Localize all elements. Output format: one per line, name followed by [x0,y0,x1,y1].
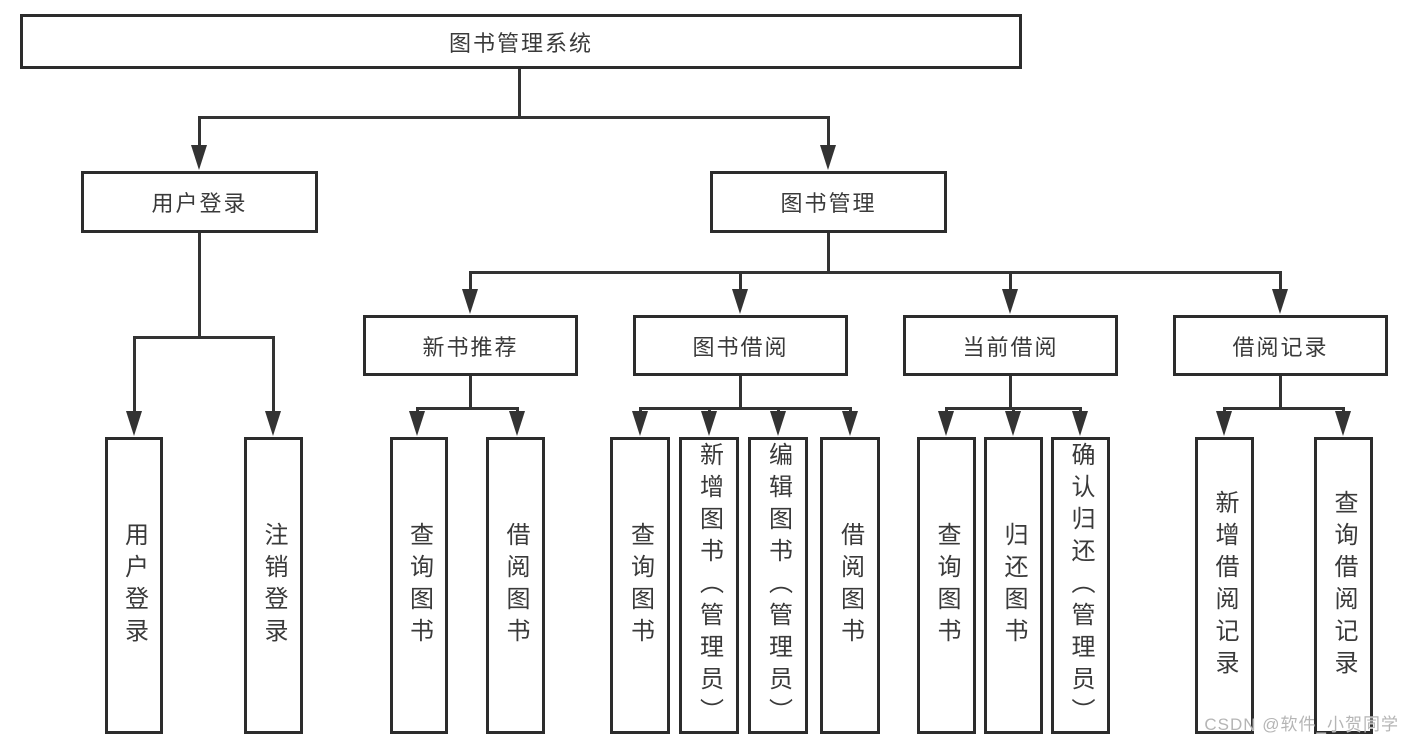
node-leaf-bb-borrow: 借阅图书 [820,437,880,734]
edge-drop [468,272,472,291]
edge-hline [1222,406,1345,410]
node-book-borrow: 图书借阅 [633,315,848,376]
arrow-down-icon [732,289,748,314]
arrow-down-icon [265,411,281,436]
arrow-down-icon [1335,411,1351,436]
arrow-down-icon [1216,411,1232,436]
node-label: 借阅图书 [502,521,529,650]
arrow-down-icon [1002,289,1018,314]
edge-hline [415,406,519,410]
edge-drop [1078,408,1082,413]
node-leaf-nbr-borrow: 借阅图书 [486,437,545,734]
edge-hline [638,406,852,410]
node-current-borrow: 当前借阅 [903,315,1118,376]
arrow-down-icon [191,145,207,170]
edge-drop [1341,408,1345,413]
node-borrow-record: 借阅记录 [1173,315,1388,376]
node-label: 图书管理系统 [448,30,593,56]
arrow-down-icon [1005,411,1021,436]
node-label: 归还图书 [1000,521,1027,650]
node-user-login: 用户登录 [81,171,318,233]
edge-drop [1011,408,1015,413]
node-label: 查询图书 [626,521,654,650]
edge-drop [515,408,519,413]
edge-drop [415,408,419,413]
node-label: 图书管理 [780,191,877,216]
node-label: 用户登录 [120,521,148,650]
edge-drop [1278,272,1282,291]
node-root: 图书管理系统 [20,14,1022,69]
node-leaf-bb-query: 查询图书 [610,437,670,734]
node-label: 注销登录 [260,521,287,650]
edge-drop [197,117,201,147]
edge-drop [132,337,136,413]
edge-drop [738,272,742,291]
edge-hline [468,270,1282,274]
edge-drop [1008,272,1012,291]
node-leaf-cb-return: 归还图书 [984,437,1043,734]
node-label: 借阅记录 [1232,334,1329,360]
node-label: 图书借阅 [692,334,789,360]
edge-drop [638,408,642,413]
node-leaf-br-add: 新增借阅记录 [1195,437,1254,734]
node-leaf-logout: 注销登录 [244,437,303,734]
arrow-down-icon [509,411,525,436]
arrow-down-icon [1272,289,1288,314]
edge-stem [468,376,472,408]
node-label: 新增图书（管理员） [695,441,723,730]
node-label: 用户登录 [151,191,248,216]
arrow-down-icon [842,411,858,436]
edge-drop [944,408,948,413]
arrow-down-icon [462,289,478,314]
edge-stem [826,233,830,272]
node-label: 借阅图书 [836,521,864,650]
arrow-down-icon [938,411,954,436]
node-new-book-rec: 新书推荐 [363,315,578,376]
node-label: 查询借阅记录 [1330,489,1357,682]
node-leaf-br-query: 查询借阅记录 [1314,437,1373,734]
node-leaf-cb-confirm: 确认归还（管理员） [1051,437,1110,734]
edge-stem [517,69,521,117]
node-leaf-bb-add: 新增图书（管理员） [679,437,739,734]
node-label: 当前借阅 [962,334,1059,360]
arrow-down-icon [1072,411,1088,436]
edge-drop [707,408,711,413]
edge-drop [776,408,780,413]
node-leaf-cb-query: 查询图书 [917,437,976,734]
edge-stem [197,233,201,337]
edge-drop [1222,408,1226,413]
edge-stem [1008,376,1012,408]
edge-hline [197,115,830,119]
arrow-down-icon [820,145,836,170]
node-leaf-user-login: 用户登录 [105,437,163,734]
node-book-mgmt: 图书管理 [710,171,947,233]
edge-hline [132,335,275,339]
edge-drop [271,337,275,413]
node-label: 新增借阅记录 [1211,489,1238,682]
edge-stem [1278,376,1282,408]
arrow-down-icon [701,411,717,436]
node-label: 查询图书 [933,521,960,650]
arrow-down-icon [632,411,648,436]
node-label: 新书推荐 [422,334,519,360]
node-leaf-nbr-query: 查询图书 [390,437,448,734]
node-label: 编辑图书（管理员） [764,441,792,730]
node-leaf-bb-edit: 编辑图书（管理员） [748,437,808,734]
edge-stem [738,376,742,408]
node-label: 确认归还（管理员） [1067,441,1094,730]
arrow-down-icon [409,411,425,436]
edge-drop [848,408,852,413]
arrow-down-icon [770,411,786,436]
edge-drop [826,117,830,147]
node-label: 查询图书 [405,521,433,650]
arrow-down-icon [126,411,142,436]
